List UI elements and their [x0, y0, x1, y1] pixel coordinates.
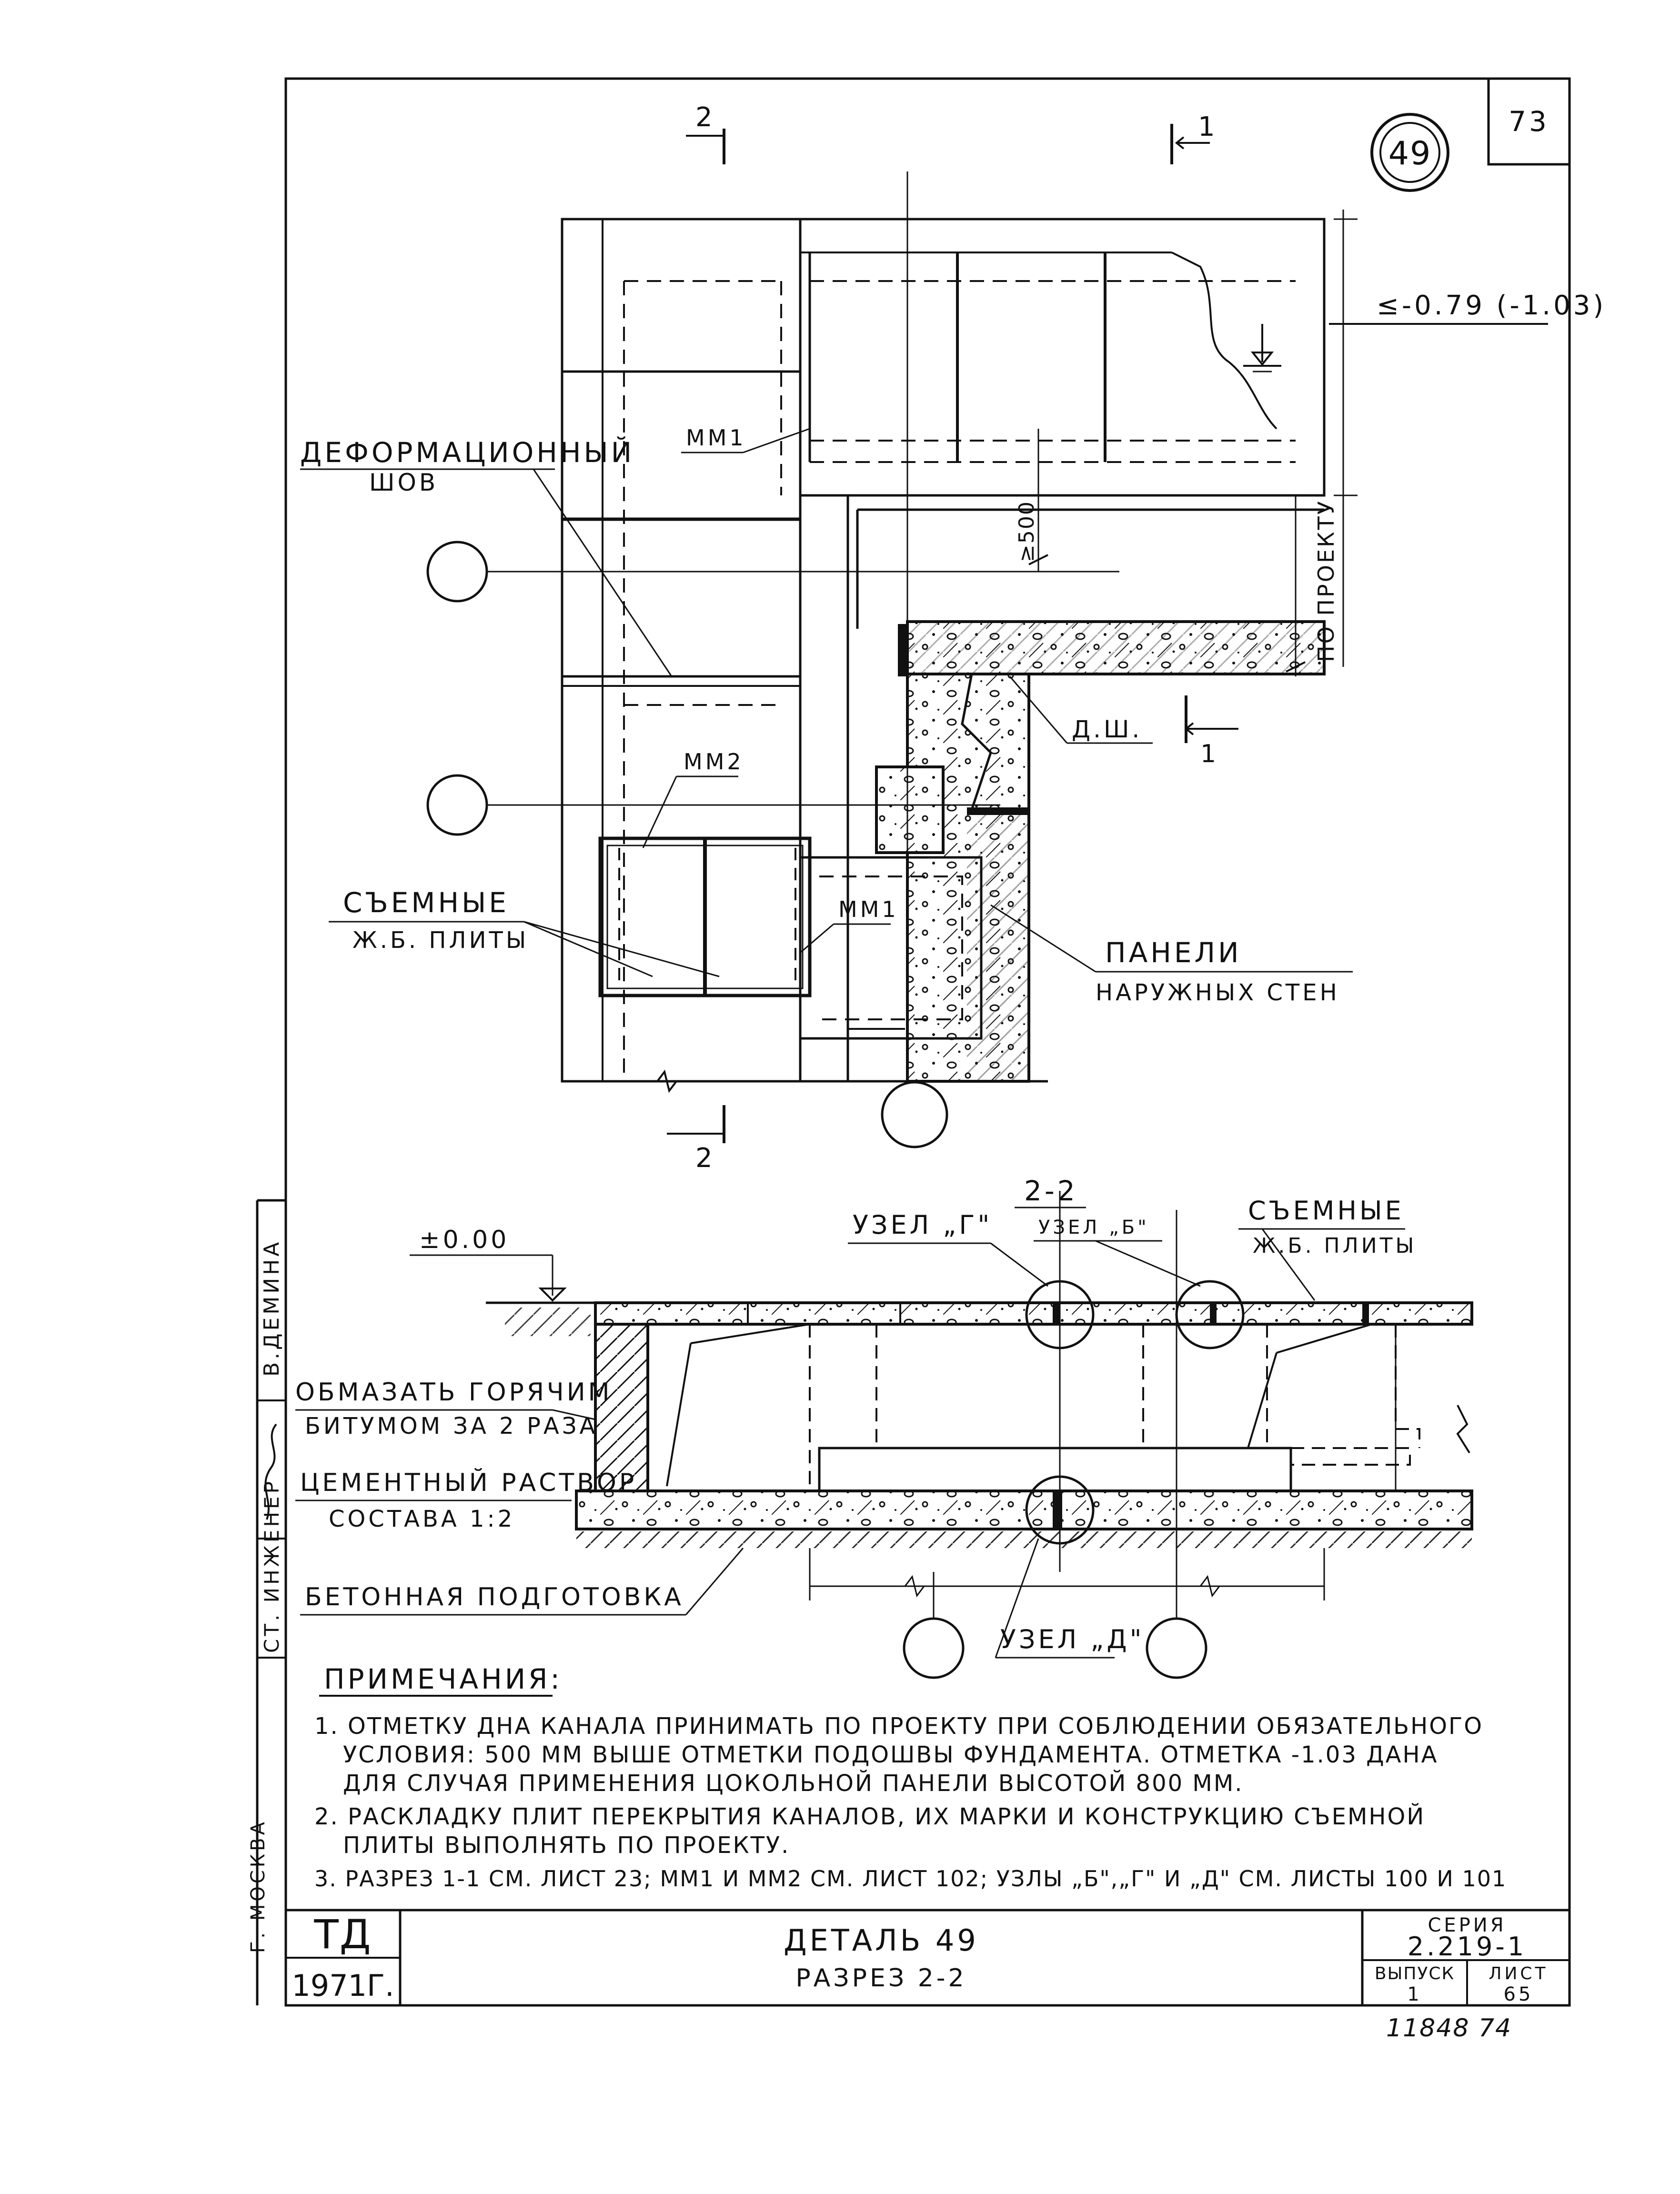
svg-text:битумом за 2 раза: битумом за 2 раза	[305, 1413, 598, 1439]
svg-text:Бетонная подготовка: Бетонная подготовка	[305, 1583, 684, 1611]
series-value: 2.219-1	[1408, 1932, 1527, 1962]
axis-bubble-2	[426, 774, 488, 836]
svg-text:состава 1:2: состава 1:2	[329, 1506, 515, 1532]
deformation-joint-label: Деформационный шов	[300, 436, 673, 677]
note-line-1: 1. Отметку дна канала принимать по проек…	[314, 1713, 1483, 1740]
bitumen-coating-label: Обмазать горячим битумом за 2 раза	[295, 1378, 612, 1439]
node-g-circle	[1025, 1280, 1095, 1349]
section-mark-2-top: 2	[686, 102, 725, 164]
svg-text:ММ1: ММ1	[686, 425, 746, 451]
svg-text:Узел „Д": Узел „Д"	[1000, 1624, 1144, 1654]
node-d-label: Узел „Д"	[995, 1538, 1144, 1659]
svg-text:Обмазать горячим: Обмазать горячим	[295, 1378, 612, 1407]
svg-text:Съемные: Съемные	[1248, 1196, 1404, 1226]
level-marker: ≤-0.79 (-1.03)	[1243, 210, 1606, 667]
mm2-label: ММ2	[642, 749, 744, 848]
svg-text:ММ1: ММ1	[838, 896, 899, 922]
plan-view: 2 1 ≤-0.79	[300, 102, 1606, 1174]
detail-number: 49	[1388, 135, 1432, 172]
sheet-label: Лист	[1489, 1964, 1548, 1983]
svg-text:2: 2	[695, 102, 715, 133]
per-project-label: по проекту	[1286, 495, 1339, 676]
svg-text:Деформационный: Деформационный	[300, 436, 634, 469]
expansion-joint-label: Д.Ш.	[1009, 676, 1153, 744]
node-g-label: Узел „Г"	[848, 1210, 1048, 1287]
node-b-circle	[1175, 1280, 1245, 1349]
svg-text:≥500: ≥500	[1015, 501, 1039, 562]
svg-text:В.Демина: В.Демина	[260, 1239, 284, 1377]
drawing-subtitle: Разрез 2-2	[795, 1964, 966, 1993]
svg-text:Узел „Г": Узел „Г"	[853, 1210, 992, 1240]
section-2-2: 2-2 ±0.00	[295, 1175, 1473, 1679]
note-line-3: для случая применения цокольной панели в…	[343, 1770, 1244, 1797]
svg-text:Д.Ш.: Д.Ш.	[1072, 715, 1142, 743]
svg-text:Съемные: Съемные	[343, 886, 509, 919]
section-mark-1-mid: 1	[1184, 695, 1238, 768]
svg-text:Панели: Панели	[1105, 936, 1242, 969]
svg-text:наружных стен: наружных стен	[1096, 979, 1340, 1006]
svg-text:Ст. инженер: Ст. инженер	[260, 1479, 283, 1653]
mm1-upper-label: ММ1	[681, 425, 810, 453]
zero-level-marker: ±0.00	[410, 1226, 567, 1302]
issue-value: 1	[1407, 1983, 1422, 2005]
svg-text:г. Москва: г. Москва	[247, 1819, 269, 1953]
detail-number-circle: 49	[1370, 113, 1449, 192]
note-line-5: плиты выполнять по проекту.	[343, 1832, 790, 1859]
drawing-title: Деталь 49	[784, 1923, 979, 1958]
removable-slabs-section-label: Съемные Ж.Б. плиты	[1238, 1196, 1417, 1301]
footer-number: 11848 74	[1386, 2014, 1512, 2043]
wall-panels-label: Панели наружных стен	[990, 904, 1353, 1006]
mm1-lower-label: ММ1	[800, 896, 899, 954]
note-line-4: 2. Раскладку плит перекрытия каналов, их…	[314, 1803, 1425, 1830]
notes-section: Примечания: 1. Отметку дна канала приним…	[314, 1663, 1507, 1892]
svg-text:по проекту: по проекту	[1313, 499, 1339, 662]
issue-label: Выпуск	[1375, 1964, 1455, 1983]
level-mark-text: ≤-0.79 (-1.03)	[1377, 290, 1606, 321]
sheet-number-box: 73	[1487, 77, 1571, 166]
node-d-circle	[1025, 1475, 1095, 1545]
section-mark-2-bottom: 2	[667, 1105, 725, 1174]
svg-text:шов: шов	[369, 469, 438, 496]
removable-slabs-label: Съемные Ж.Б. плиты	[329, 886, 720, 977]
svg-text:1: 1	[1198, 111, 1218, 142]
axis-bubble-5	[1146, 1617, 1207, 1679]
svg-text:1: 1	[1200, 740, 1219, 768]
sheet-number: 73	[1509, 105, 1549, 138]
svg-text:ММ2: ММ2	[684, 749, 744, 775]
concrete-prep-label: Бетонная подготовка	[300, 1548, 744, 1616]
signature	[264, 1423, 277, 1520]
svg-text:Цементный раствор: Цементный раствор	[300, 1468, 637, 1497]
axis-bubble-1	[426, 541, 488, 603]
svg-text:Ж.Б. плиты: Ж.Б. плиты	[352, 927, 529, 954]
section-mark-1-top: 1	[1170, 111, 1218, 164]
sheet-value: 65	[1504, 1983, 1534, 2005]
svg-text:±0.00: ±0.00	[419, 1226, 509, 1254]
svg-text:2: 2	[695, 1143, 715, 1174]
node-b-label: Узел „Б"	[1034, 1217, 1201, 1287]
notes-heading: Примечания:	[324, 1663, 563, 1695]
note-line-6: 3. Разрез 1-1 см. лист 23; ММ1 и ММ2 см.…	[314, 1866, 1507, 1892]
side-stamp: В.Демина Ст. инженер г. Москва	[247, 1239, 284, 1953]
title-block: ТД 1971г. Деталь 49 Разрез 2-2 Серия 2.2…	[284, 1909, 1571, 2007]
axis-bubble-3	[881, 1081, 948, 1148]
org-mark: ТД	[314, 1911, 372, 1958]
series-label: Серия	[1428, 1914, 1506, 1936]
dimension-500: ≥500	[1015, 429, 1048, 567]
note-line-2: условия: 500 мм выше отметки подошвы фун…	[343, 1741, 1438, 1768]
svg-text:Узел „Б": Узел „Б"	[1038, 1217, 1149, 1238]
cement-mortar-label: Цементный раствор состава 1:2	[295, 1468, 637, 1532]
svg-text:Ж.Б. плиты: Ж.Б. плиты	[1253, 1234, 1417, 1258]
year: 1971г.	[292, 1968, 394, 2003]
axis-bubble-4	[903, 1617, 965, 1679]
section-title: 2-2	[1024, 1175, 1078, 1207]
